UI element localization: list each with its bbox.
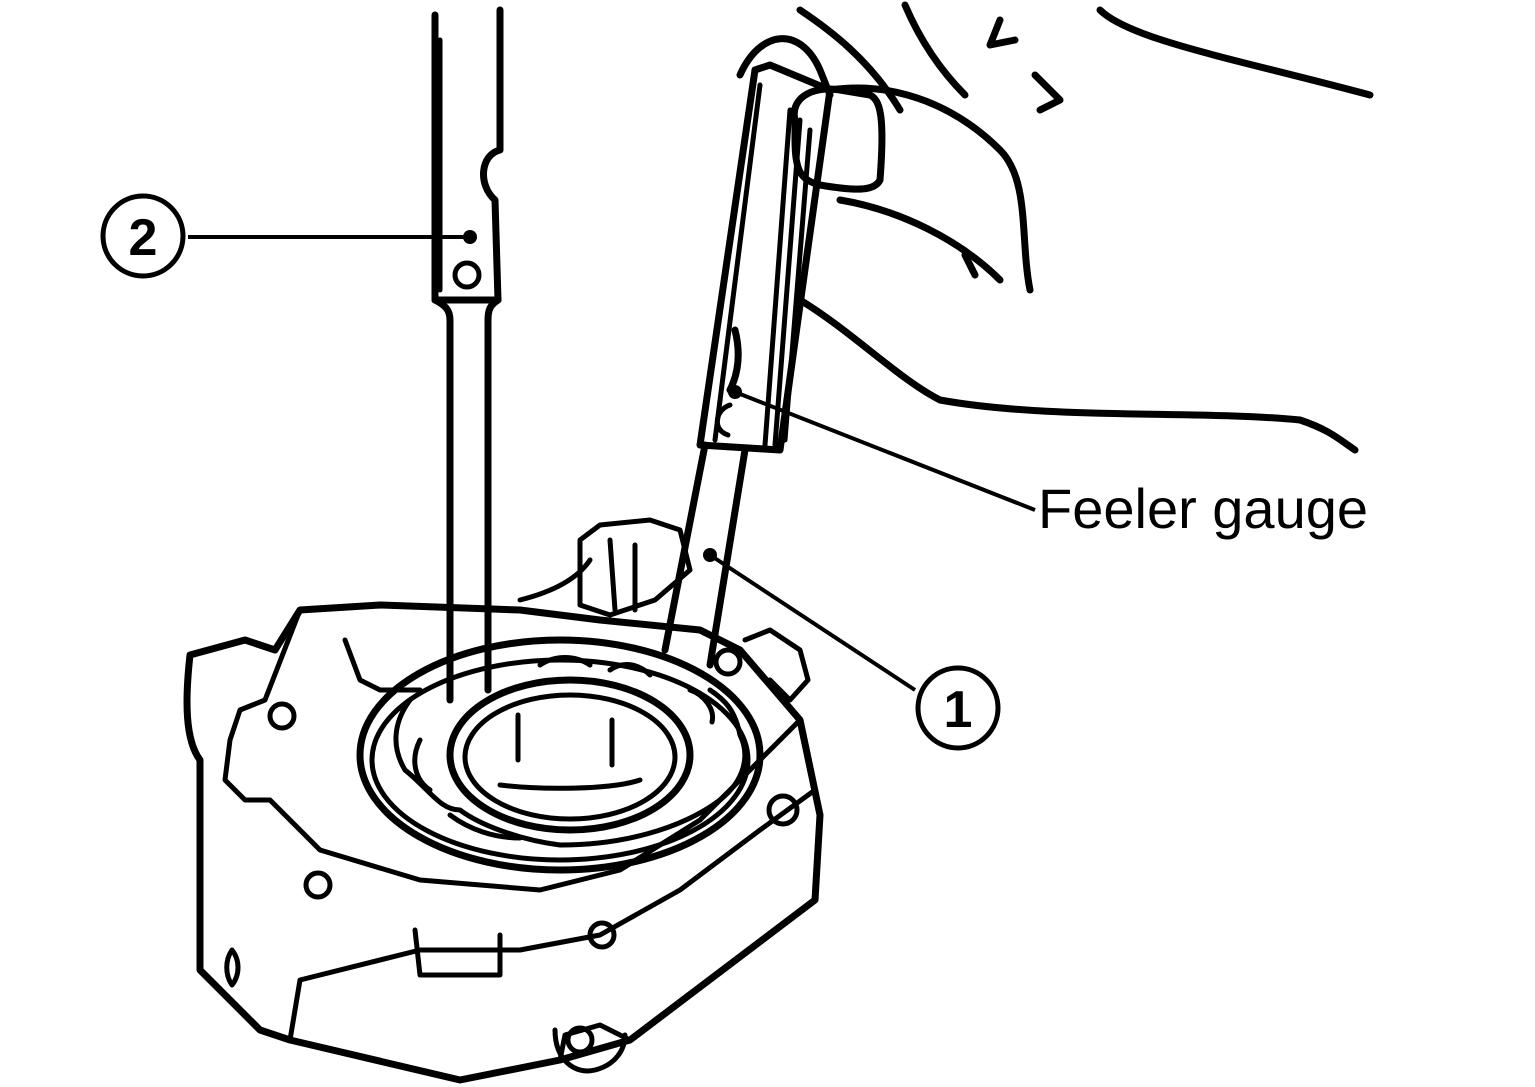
feeler-gauge-label: Feeler gauge: [1038, 477, 1368, 540]
callout-2: 2: [100, 193, 186, 279]
pump-rotor: [356, 636, 764, 874]
feeler-gauge: [661, 61, 834, 669]
leader-lines: [188, 235, 1036, 692]
callout-1-number: 1: [944, 681, 973, 739]
oil-pump-body: [183, 517, 824, 1084]
straight-edge: [431, 6, 504, 704]
hand-illustration: [736, 1, 1374, 454]
callout-1: 1: [915, 665, 1001, 751]
callout-2-number: 2: [129, 209, 158, 267]
